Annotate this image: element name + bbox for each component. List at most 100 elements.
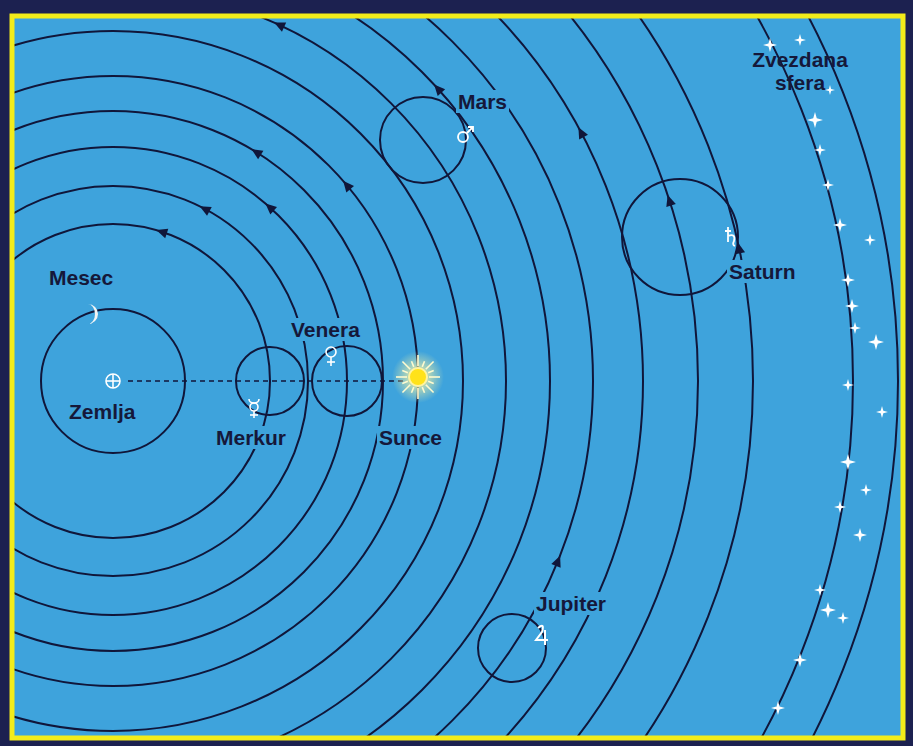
sun-rays bbox=[396, 355, 440, 399]
star-sparkle bbox=[876, 406, 888, 418]
orbit-arrowhead bbox=[343, 181, 354, 193]
star-sparkle bbox=[833, 218, 847, 232]
orbit-arrowhead bbox=[265, 203, 277, 214]
deferent-orbit bbox=[12, 16, 593, 738]
sun-ray bbox=[428, 370, 434, 372]
earth-cross bbox=[112, 374, 114, 388]
mars-circle bbox=[458, 132, 468, 142]
sun-ray bbox=[417, 355, 419, 366]
orbit-arrowhead bbox=[735, 243, 745, 255]
planet-label: Merkur bbox=[214, 426, 288, 449]
venus-bar bbox=[327, 361, 335, 363]
sun-ray bbox=[402, 361, 410, 369]
sun-ray bbox=[429, 376, 440, 378]
mars-symbol bbox=[458, 127, 473, 142]
star-sphere-arc bbox=[12, 16, 853, 738]
mars-arrowhead bbox=[468, 127, 473, 132]
star-sparkle bbox=[860, 484, 872, 496]
sun-ray bbox=[426, 385, 434, 393]
sun-ray bbox=[411, 387, 413, 393]
star-sparkle bbox=[837, 612, 849, 624]
venus-circle bbox=[326, 347, 336, 357]
deferent-orbit bbox=[12, 31, 463, 731]
deferent-orbit bbox=[12, 147, 347, 615]
deferent-orbit bbox=[12, 16, 550, 738]
sun-glow bbox=[392, 351, 444, 403]
orbit-arrowhead bbox=[666, 195, 676, 207]
jupiter-epicycle bbox=[478, 614, 546, 682]
sun-ray bbox=[428, 381, 434, 383]
saturn-epicycle bbox=[622, 179, 738, 295]
orbit-arrowhead bbox=[551, 556, 560, 568]
orbit-arrowhead bbox=[434, 85, 445, 97]
sphere-label: Zvezdana sfera bbox=[743, 48, 857, 94]
star-sparkle bbox=[794, 34, 806, 46]
venus-symbol bbox=[326, 347, 336, 366]
star-sparkle bbox=[771, 701, 785, 715]
sun-ray bbox=[396, 376, 407, 378]
deferent-orbit bbox=[12, 16, 753, 738]
saturn-symbol bbox=[725, 227, 735, 246]
star-sparkle bbox=[814, 584, 826, 596]
orbit-arrowhead bbox=[251, 149, 263, 159]
star-sparkle bbox=[845, 299, 859, 313]
star-sparkle bbox=[842, 379, 854, 391]
earth-sun-line bbox=[128, 380, 405, 382]
orbit-arrowhead bbox=[274, 22, 286, 31]
jupiter-symbol bbox=[536, 626, 548, 645]
earth-circle bbox=[106, 374, 120, 388]
deferent-orbit bbox=[12, 76, 418, 686]
sun-label: Sunce bbox=[377, 426, 444, 449]
planet-label: Jupiter bbox=[534, 592, 608, 615]
mars-epicycle bbox=[380, 97, 466, 183]
sun-ray bbox=[411, 361, 413, 367]
arrow-group bbox=[156, 22, 745, 567]
planet-label: Mars bbox=[456, 90, 509, 113]
earth-symbol bbox=[106, 374, 120, 388]
deferent-orbit bbox=[12, 16, 698, 738]
orbit-arrowhead bbox=[156, 229, 168, 239]
star-sparkle bbox=[864, 234, 876, 246]
sun-ray bbox=[417, 388, 419, 399]
star-sparkle bbox=[841, 273, 855, 287]
planet-label: Saturn bbox=[727, 260, 798, 283]
star-sparkle bbox=[820, 602, 836, 618]
mercury-horns bbox=[249, 399, 259, 403]
orbit-group bbox=[12, 16, 898, 738]
sun-disc bbox=[409, 368, 427, 386]
star-sparkle bbox=[849, 322, 861, 334]
star-group bbox=[763, 34, 888, 715]
sun-ray bbox=[402, 370, 408, 372]
star-sparkle bbox=[840, 454, 856, 470]
moon-crescent bbox=[88, 304, 98, 324]
orbit-arrowhead bbox=[578, 127, 588, 139]
sun-ray bbox=[426, 361, 434, 369]
star-sparkle bbox=[834, 501, 846, 513]
star-sparkle bbox=[853, 528, 867, 542]
deferent-orbit bbox=[12, 16, 643, 738]
mercury-symbol bbox=[249, 399, 259, 418]
earth-label: Zemlja bbox=[67, 400, 138, 423]
planet-label: Venera bbox=[289, 318, 362, 341]
deferent-orbit bbox=[12, 16, 506, 738]
star-sparkle bbox=[807, 112, 823, 128]
star-sparkle bbox=[825, 85, 835, 95]
mars-arrow bbox=[467, 127, 473, 133]
sun-ray bbox=[422, 387, 424, 393]
yellow-frame bbox=[12, 16, 903, 738]
star-sparkle bbox=[814, 144, 826, 156]
sun-ray bbox=[402, 381, 408, 383]
sun-symbol bbox=[392, 351, 444, 403]
star-sparkle bbox=[822, 179, 834, 191]
sun-ray bbox=[402, 385, 410, 393]
star-sparkle bbox=[868, 334, 884, 350]
orbit-arrowhead bbox=[200, 206, 212, 216]
star-sparkle bbox=[793, 653, 807, 667]
sun-ray bbox=[422, 361, 424, 367]
epicycle-group bbox=[128, 97, 738, 682]
mercury-bar bbox=[250, 414, 258, 416]
star-sphere-arc bbox=[12, 16, 898, 738]
moon-label: Mesec bbox=[47, 266, 115, 289]
mercury-circle bbox=[250, 403, 258, 411]
